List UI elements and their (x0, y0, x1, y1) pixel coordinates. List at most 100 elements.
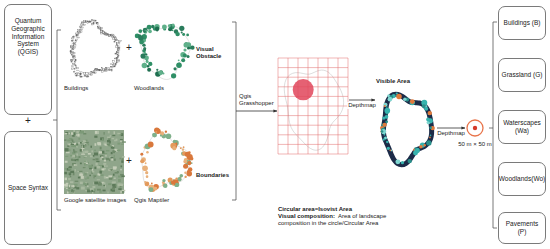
satellite-texture (65, 132, 68, 135)
visible-patch (410, 100, 415, 105)
satellite-texture (119, 184, 122, 186)
satellite-texture (120, 169, 121, 170)
satellite-texture (97, 142, 100, 145)
building-outline (75, 60, 77, 61)
woodland-patch (146, 60, 149, 63)
building-outline (89, 73, 90, 74)
building-outline (77, 71, 80, 73)
boundary-patch (184, 171, 186, 173)
building-outline (107, 34, 108, 35)
satellite-texture (87, 177, 90, 179)
satellite-texture (85, 151, 88, 152)
visible-patch (389, 149, 391, 151)
satellite-texture (78, 138, 80, 140)
category-box: Waterscapes (Wa) (498, 110, 546, 144)
building-outline (110, 35, 111, 36)
satellite-texture (94, 136, 97, 138)
building-outline (71, 52, 73, 53)
sample-ring (467, 120, 483, 136)
woodland-patch (159, 70, 163, 74)
building-outline (115, 58, 117, 60)
satellite-texture (107, 140, 110, 142)
woodland-patch (158, 70, 163, 75)
building-outline (71, 59, 73, 61)
building-outline (113, 64, 115, 66)
satellite-texture (74, 169, 76, 171)
woodland-patch (143, 47, 146, 50)
grid-line (278, 154, 348, 155)
satellite-texture (93, 159, 96, 160)
satellite-texture (74, 169, 76, 172)
building-outline (105, 71, 107, 72)
building-outline (112, 60, 115, 62)
satellite-texture (84, 156, 87, 157)
visible-patch (383, 134, 385, 136)
building-outline (72, 40, 73, 41)
building-outline (77, 73, 80, 75)
satellite-texture (76, 187, 79, 189)
satellite-texture (88, 144, 89, 145)
building-outline (91, 71, 93, 73)
satellite-texture (120, 141, 122, 142)
building-outline (93, 23, 95, 24)
woodland-patch (143, 30, 147, 34)
satellite-texture (76, 153, 77, 155)
boundary-patch (155, 131, 157, 133)
building-outline (70, 51, 71, 52)
satellite-texture (84, 143, 87, 145)
satellite-texture (82, 151, 83, 154)
illustration (64, 130, 124, 194)
building-outline (73, 43, 75, 45)
satellite-texture (114, 131, 115, 134)
satellite-texture (84, 182, 86, 184)
satellite-texture (67, 144, 70, 145)
satellite-texture (104, 132, 105, 135)
satellite-texture (73, 130, 75, 132)
building-outline (80, 31, 82, 33)
satellite-texture (83, 167, 85, 168)
satellite-texture (114, 155, 115, 158)
source-box: Quantum Geographic Information System (Q… (4, 4, 52, 115)
satellite-texture (92, 186, 95, 188)
satellite-texture (74, 165, 75, 166)
satellite-texture (84, 173, 87, 176)
tool-label: Qgis Grasshopper (239, 93, 277, 107)
building-outline (111, 34, 113, 36)
flow-arrow (349, 100, 375, 101)
visible-patch (426, 140, 431, 145)
satellite-texture (65, 156, 68, 157)
woodland-patch (184, 42, 189, 47)
grid-line (278, 67, 348, 68)
boundary-patch (183, 164, 188, 169)
building-outline (74, 71, 75, 73)
building-outline (84, 75, 86, 77)
building-outline (94, 20, 95, 21)
satellite-texture (73, 190, 75, 193)
satellite-texture (79, 174, 83, 176)
box-text: Grassland (G) (502, 71, 543, 79)
boundary-patch (148, 142, 154, 148)
building-outline (73, 55, 75, 57)
satellite-texture (87, 185, 88, 186)
process-arrow (236, 111, 277, 112)
satellite-texture (108, 131, 110, 134)
group-label: Boundaries (196, 172, 233, 179)
visible-patch (419, 145, 422, 148)
boundary-patch (184, 176, 186, 178)
building-outline (117, 49, 119, 51)
building-outline (73, 55, 75, 57)
caption-text: Visible Area (376, 78, 438, 85)
woodland-patch (179, 26, 184, 31)
box-text: Space Syntax (8, 184, 48, 192)
building-outline (74, 68, 75, 69)
satellite-texture (99, 151, 102, 154)
woodland-patch (178, 59, 180, 61)
boundary-patch (162, 179, 165, 182)
satellite-texture (81, 145, 82, 148)
satellite-texture (97, 179, 100, 180)
satellite-texture (74, 151, 75, 153)
satellite-texture (98, 143, 101, 146)
visible-patch (401, 161, 404, 164)
satellite-texture (121, 175, 124, 177)
satellite-texture (81, 176, 84, 179)
